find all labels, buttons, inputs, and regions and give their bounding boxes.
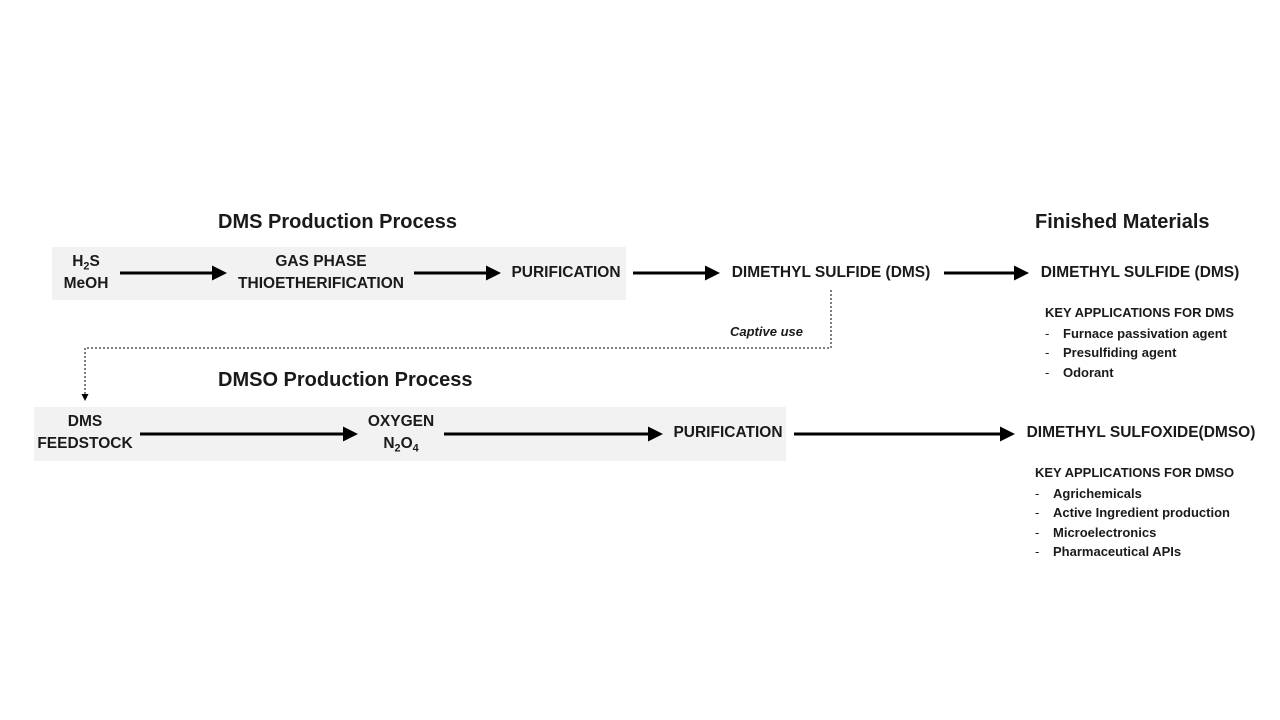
dms-applications-list: Furnace passivation agent Presulfiding a…	[1045, 324, 1234, 383]
oxidant-node: OXYGEN N2O4	[367, 413, 435, 455]
captive-use-connector	[81, 290, 832, 401]
h2s-h: H	[72, 253, 84, 270]
list-item: Presulfiding agent	[1045, 343, 1234, 363]
finished-materials-title: Finished Materials	[1035, 211, 1210, 233]
dmso-applications-heading: KEY APPLICATIONS FOR DMSO	[1035, 465, 1235, 480]
dmso-purification-node: PURIFICATION	[673, 424, 783, 441]
dms-feedstock-node: DMS FEEDSTOCK	[37, 413, 133, 452]
dms-feed-node: H2S MeOH	[64, 251, 109, 295]
list-item: Odorant	[1045, 363, 1234, 383]
h2s-subscript: 2	[83, 260, 90, 273]
dms-purification-node: PURIFICATION	[511, 264, 621, 281]
list-item: Agrichemicals	[1035, 484, 1234, 504]
dmso-finished-node: DIMETHYL SULFOXIDE(DMSO)	[1026, 424, 1256, 441]
dms-process-title: DMS Production Process	[218, 211, 457, 233]
captive-use-label: Captive use	[730, 324, 803, 339]
meoh-label: MeOH	[63, 275, 109, 292]
dms-applications: KEY APPLICATIONS FOR DMS Furnace passiva…	[1045, 303, 1234, 382]
dmso-applications-list: Agrichemicals Active Ingredient producti…	[1035, 484, 1234, 562]
dms-applications-heading: KEY APPLICATIONS FOR DMS	[1045, 305, 1234, 320]
list-item: Furnace passivation agent	[1045, 324, 1234, 344]
list-item: Microelectronics	[1035, 523, 1234, 543]
dms-finished-node: DIMETHYL SULFIDE (DMS)	[1040, 264, 1240, 281]
dms-product-node: DIMETHYL SULFIDE (DMS)	[731, 264, 931, 281]
h2s-s: S	[89, 253, 100, 270]
list-item: Active Ingredient production	[1035, 503, 1234, 523]
list-item: Pharmaceutical APIs	[1035, 542, 1234, 562]
thioetherification-node: GAS PHASE THIOETHERIFICATION	[238, 253, 404, 292]
dmso-process-title: DMSO Production Process	[218, 369, 473, 391]
dmso-applications: KEY APPLICATIONS FOR DMSO Agrichemicals …	[1035, 463, 1234, 562]
